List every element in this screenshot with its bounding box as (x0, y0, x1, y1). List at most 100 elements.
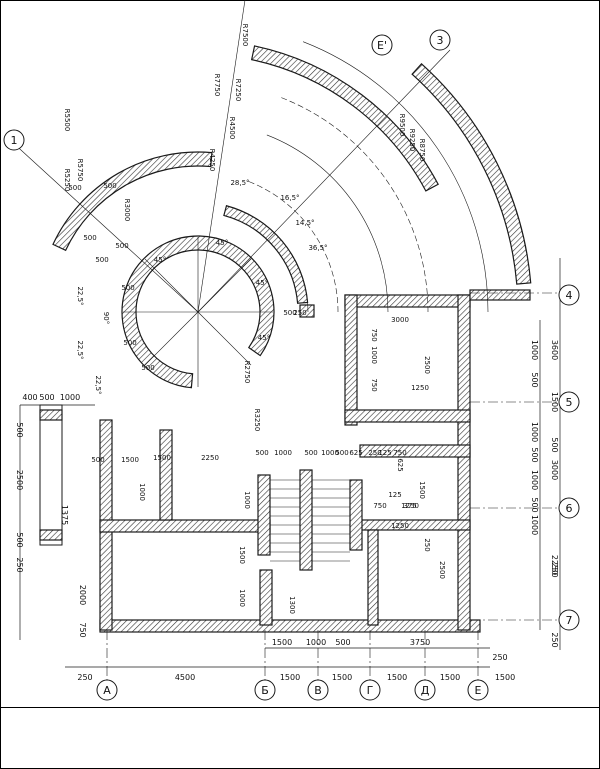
dimension-label: 1250 (411, 384, 429, 392)
dimension-label: 500 (15, 422, 24, 437)
axis-bubble-4-label: 4 (566, 289, 573, 302)
dimension-label: R9250 (408, 129, 416, 152)
wall-room-upper-left (344, 294, 358, 426)
dimension-label: R3250 (253, 409, 261, 432)
dimension-label: 500 (123, 339, 136, 347)
dimension-label: 3600 (550, 340, 559, 360)
dimension-label: 500 (255, 449, 268, 457)
dimension-label: 1375 (60, 505, 69, 525)
dimension-label: 125 (378, 449, 391, 457)
dimension-label: 1500 (387, 673, 407, 682)
wall-room-upper-bottom (344, 409, 471, 423)
dimension-label: 500 (115, 242, 128, 250)
dimension-label: 1500 (495, 673, 515, 682)
radial-line (197, 0, 246, 313)
dimension-label: 500 (550, 437, 559, 452)
dimension-label: 1000 (530, 515, 539, 535)
dimension-label: R4250 (208, 149, 216, 172)
axis-bubble-4-circle (359, 679, 381, 701)
axis-bubble-1-circle (3, 129, 25, 151)
dimension-label: 250 (492, 653, 507, 662)
wall-stair-right (349, 479, 363, 551)
dimension-label: 1500 (238, 546, 246, 564)
wall-right-upper-top (344, 294, 471, 308)
dimension-label: 3000 (391, 316, 409, 324)
dimension-label: 2500 (438, 561, 446, 579)
radius-arc (266, 134, 389, 313)
dimension-label: 45° (154, 256, 166, 264)
dimension-label: 16,5° (280, 194, 299, 202)
dimension-lines-layer (9, 0, 561, 685)
dimension-label: 1000 (238, 589, 246, 607)
dimension-label: R8750 (418, 139, 426, 162)
dimension-label: 250 (550, 632, 559, 647)
dimension-label: 3750 (410, 638, 430, 647)
dimension-label: 1000 (138, 483, 146, 501)
axis-bubble-3-label: 3 (437, 34, 444, 47)
axis-bubble-1-label: 1 (11, 134, 18, 147)
dimension-label: 2500 (15, 470, 24, 490)
radial-line (197, 49, 451, 313)
curved-wall-outer (411, 62, 532, 285)
axis-bubble-5-circle (558, 391, 580, 413)
axis-bubble-6-label: 6 (566, 502, 573, 515)
axis-bubble-2-label: Б (261, 684, 269, 697)
wall-stair-center (299, 469, 313, 571)
dimension-label: 1500 (153, 454, 171, 462)
dimension-label: 750 (370, 328, 378, 341)
axis-bubble-5-label: Д (421, 684, 430, 697)
entrance-detail (39, 404, 63, 546)
wall-right (457, 294, 471, 631)
dimension-label: 750 (373, 502, 386, 510)
dimension-label: 500 (39, 393, 54, 402)
radius-arc (281, 97, 429, 313)
dimension-label: 4500 (175, 673, 195, 682)
dimension-label: 36,5° (308, 244, 327, 252)
radial-line (9, 139, 199, 313)
dimension-label: 250 (293, 309, 306, 317)
axis-bubble-5-label: 5 (566, 396, 573, 409)
wall-arc-end (469, 289, 531, 301)
axis-bubble-6-circle (467, 679, 489, 701)
dimension-label: 500 (83, 234, 96, 242)
entrance-step (39, 529, 63, 541)
axis-bubble-5-circle (414, 679, 436, 701)
dimension-label: R4500 (228, 117, 236, 140)
wall-room-mid (359, 444, 471, 458)
dimension-label: 1300 (288, 596, 296, 614)
dimension-label: 750 (370, 378, 378, 391)
axis-bubble-1-circle (96, 679, 118, 701)
dimension-label: 1500 (121, 456, 139, 464)
dimension-label: 1000 (321, 449, 339, 457)
dimension-label: 750 (393, 449, 406, 457)
dimension-label: 750 (78, 622, 87, 637)
curved-wall-upper (250, 45, 439, 192)
dimension-label: 250 (15, 557, 24, 572)
dimension-label: 500 (530, 497, 539, 512)
dimension-label: 1000 (530, 422, 539, 442)
dimension-label: 22,5° (94, 375, 102, 394)
axis-bubble-4-circle (558, 284, 580, 306)
radial-line (197, 311, 252, 366)
dimension-label: 1500 (418, 481, 426, 499)
dimension-label: 500 (68, 184, 81, 192)
dimension-label: 1000 (274, 449, 292, 457)
axis-bubble-e-prime-circle (371, 34, 393, 56)
axis-bubble-7-circle (558, 609, 580, 631)
wall-stair-left (259, 569, 273, 626)
entrance-step (39, 409, 63, 421)
axis-bubble-4-label: Г (367, 684, 374, 697)
wall-interior-1 (99, 519, 271, 533)
dimension-label: 2250 (550, 555, 559, 575)
dimension-label: 22,5° (76, 340, 84, 359)
dimension-label: 2000 (78, 585, 87, 605)
dimension-label: 500 (304, 449, 317, 457)
dimension-label: 500 (91, 456, 104, 464)
dimension-label: 500 (530, 447, 539, 462)
dimension-label: 500 (121, 284, 134, 292)
dimension-label: 500 (283, 309, 296, 317)
wall-hall-right (159, 429, 173, 521)
